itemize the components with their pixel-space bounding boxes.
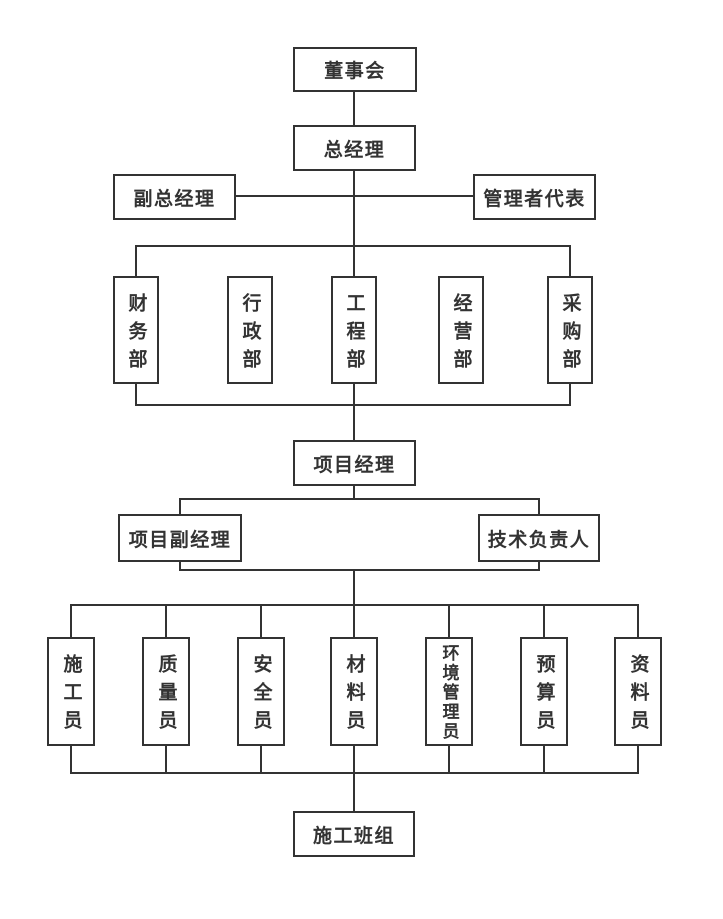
node-deputy-project-manager: 项目副经理 <box>118 514 242 562</box>
node-label: 预算员 <box>533 654 555 738</box>
stub <box>165 605 167 637</box>
stub <box>538 500 540 514</box>
connector-staff-crew <box>353 774 355 811</box>
stub <box>260 746 262 774</box>
department-bottom-rail <box>135 404 571 406</box>
node-construction-crew: 施工班组 <box>293 811 415 857</box>
connector-pm-rail <box>353 486 355 500</box>
stub <box>543 605 545 637</box>
node-label: 资料员 <box>627 654 649 738</box>
node-label: 总经理 <box>323 139 386 161</box>
node-label: 财务部 <box>125 292 147 377</box>
stub <box>135 246 137 276</box>
node-project-manager: 项目经理 <box>293 440 416 486</box>
node-label: 质量员 <box>155 654 177 738</box>
node-engineering-department: 工程部 <box>331 276 377 384</box>
node-label: 经营部 <box>450 292 472 377</box>
stub <box>353 605 355 637</box>
stub <box>448 746 450 774</box>
connector-departments-pm <box>353 406 355 440</box>
department-top-rail <box>135 245 571 247</box>
node-documentation-officer: 资料员 <box>614 637 662 746</box>
node-label: 管理者代表 <box>483 188 586 210</box>
node-budget-officer: 预算员 <box>520 637 568 746</box>
pm-tier-bottom-rail <box>179 569 540 571</box>
node-construction-worker: 施工员 <box>47 637 95 746</box>
stub <box>637 605 639 637</box>
node-finance-department: 财务部 <box>113 276 159 384</box>
stub <box>353 746 355 774</box>
node-label: 项目副经理 <box>128 529 232 551</box>
node-administration-department: 行政部 <box>227 276 273 384</box>
node-label: 工程部 <box>343 292 365 377</box>
node-management-representative: 管理者代表 <box>473 174 596 220</box>
connector-rail-staff <box>353 571 355 606</box>
node-label: 副总经理 <box>133 188 216 210</box>
node-label: 技术负责人 <box>487 529 591 551</box>
node-board: 董事会 <box>293 47 417 92</box>
node-label: 施工班组 <box>312 825 395 847</box>
node-materials-officer: 材料员 <box>330 637 378 746</box>
node-label: 环境管理员 <box>439 644 459 742</box>
connector-gm-departments <box>353 171 355 276</box>
pm-tier-top-rail <box>179 498 540 500</box>
stub <box>569 384 571 406</box>
node-technical-director: 技术负责人 <box>478 514 600 562</box>
connector-board-gm <box>353 92 355 125</box>
node-operations-department: 经营部 <box>438 276 484 384</box>
node-label: 行政部 <box>239 292 261 377</box>
connector-deputy-rep <box>235 195 473 197</box>
node-quality-officer: 质量员 <box>142 637 190 746</box>
node-deputy-general-manager: 副总经理 <box>113 174 236 220</box>
node-label: 施工员 <box>60 654 82 738</box>
stub <box>179 500 181 514</box>
stub <box>179 562 181 570</box>
node-label: 采购部 <box>559 292 581 377</box>
node-general-manager: 总经理 <box>293 125 416 171</box>
stub <box>637 746 639 774</box>
node-label: 项目经理 <box>313 454 396 476</box>
node-procurement-department: 采购部 <box>547 276 593 384</box>
stub <box>260 605 262 637</box>
node-label: 董事会 <box>324 61 386 82</box>
stub <box>165 746 167 774</box>
stub <box>135 384 137 406</box>
node-safety-officer: 安全员 <box>237 637 285 746</box>
stub <box>353 384 355 406</box>
node-environmental-management-officer: 环境管理员 <box>425 637 473 746</box>
stub <box>569 246 571 276</box>
staff-bottom-rail <box>70 772 639 774</box>
stub <box>448 605 450 637</box>
stub <box>70 746 72 774</box>
stub <box>543 746 545 774</box>
stub <box>538 562 540 570</box>
node-label: 材料员 <box>343 654 365 738</box>
node-label: 安全员 <box>250 654 272 738</box>
stub <box>70 605 72 637</box>
